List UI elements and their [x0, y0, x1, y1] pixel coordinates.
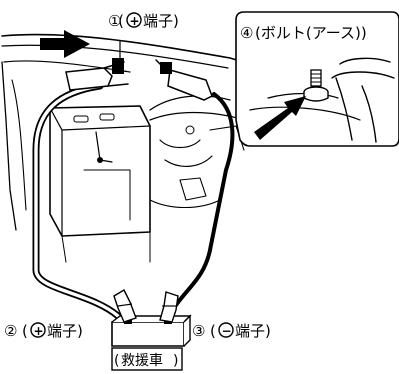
svg-text:救援車: 救援車: [121, 352, 163, 369]
engine-bay: [1, 33, 251, 263]
svg-text:端子): 端子): [47, 322, 83, 340]
svg-text:): ): [173, 353, 178, 369]
svg-text:④: ④: [240, 24, 253, 42]
label-rescue-vehicle: ( 救援車 ): [111, 347, 183, 371]
svg-text:②: ②: [4, 322, 17, 340]
label-positive-terminal-rescue: ② ( + 端子): [4, 322, 83, 340]
svg-text:端子): 端子): [235, 322, 271, 340]
clamp-negative-vehicle: [155, 59, 213, 101]
svg-text:(: (: [118, 12, 124, 30]
svg-text:①: ①: [108, 12, 121, 30]
clamp-positive-rescue: [113, 289, 137, 323]
label-negative-terminal-rescue: ③ ( − 端子): [192, 322, 271, 340]
svg-text:+: +: [130, 14, 140, 28]
clamp-positive-vehicle: [65, 40, 129, 91]
label-bolt-ground: ④ (ボルト(アース)): [240, 24, 367, 42]
svg-text:−: −: [222, 324, 232, 338]
svg-text:(: (: [210, 322, 216, 340]
bolt-pointer-arrow: [254, 96, 306, 140]
svg-text:(: (: [22, 322, 28, 340]
svg-text:端子): 端子): [143, 12, 179, 30]
hood-edge: [1, 33, 251, 65]
vehicle-battery: [49, 105, 151, 237]
negative-booster-cable: [168, 92, 235, 316]
positive-booster-cable: [32, 82, 122, 320]
svg-text:(ボルト(アース)): (ボルト(アース)): [255, 24, 367, 42]
svg-text:(: (: [114, 353, 119, 369]
bolt-icon: [303, 69, 329, 102]
label-positive-terminal-vehicle: ① + ( 端子): [108, 12, 179, 30]
bolt-detail-callout: [235, 11, 399, 147]
clamp-negative-rescue: [159, 291, 179, 323]
svg-text:③: ③: [192, 322, 205, 340]
left-direction-arrow: [40, 30, 90, 58]
svg-text:+: +: [34, 324, 44, 338]
